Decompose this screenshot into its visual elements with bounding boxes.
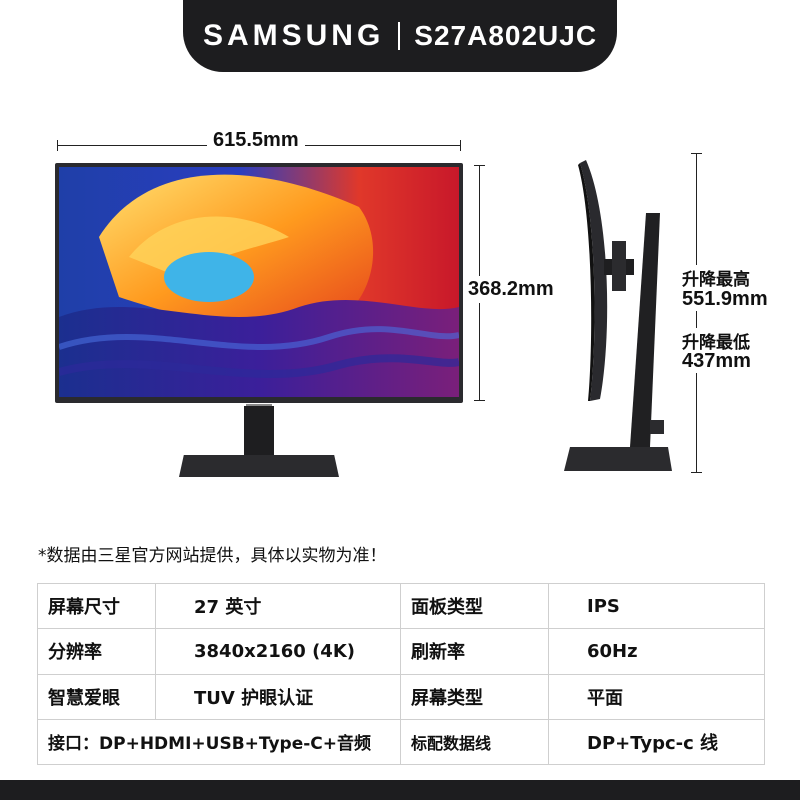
model-number: S27A802UJC [414,20,598,51]
lift-max-value: 551.9mm [682,288,768,311]
spec-ports: 接口：DP+HDMI+USB+Type-C+音频 [37,718,401,766]
spec-value: 27 英寸 [155,582,401,630]
side-monitor [564,160,672,471]
front-monitor [55,163,463,403]
header-tab: SAMSUNG S27A802UJC [183,0,617,72]
header-divider [398,22,401,50]
table-row: 智慧爱眼 TUV 护眼认证 屏幕类型 平面 [37,673,765,720]
table-row: 分辨率 3840x2160 (4K) 刷新率 60Hz [37,628,765,675]
lift-min-value: 437mm [682,350,751,373]
spec-value: 平面 [548,673,765,720]
lift-max-label: 升降最高 [682,265,750,290]
table-row: 屏幕尺寸 27 英寸 面板类型 IPS [37,582,765,630]
front-stand-base [179,455,339,477]
height-label: 368.2mm [468,276,554,303]
lift-min-label: 升降最低 [682,328,750,353]
disclaimer-note: *数据由三星官方网站提供，具体以实物为准！ [38,546,387,566]
lift-dimension-line [691,153,702,473]
spec-key: 刷新率 [400,628,549,675]
width-label: 615.5mm [207,129,305,152]
spec-value: TUV 护眼认证 [155,673,401,720]
spec-key: 智慧爱眼 [37,673,156,720]
spec-key: 屏幕尺寸 [37,582,156,630]
spec-value: DP+Typc-c 线 [548,718,765,766]
footer-bar [0,780,800,800]
table-row: 接口：DP+HDMI+USB+Type-C+音频 标配数据线 DP+Typc-c… [37,718,765,766]
spec-key: 屏幕类型 [400,673,549,720]
spec-value: IPS [548,582,765,630]
spec-key: 标配数据线 [400,718,549,766]
monitor-screen-wallpaper [59,167,459,397]
spec-value: 60Hz [548,628,765,675]
spec-table: 屏幕尺寸 27 英寸 面板类型 IPS 分辨率 3840x2160 (4K) 刷… [37,582,765,766]
spec-value: 3840x2160 (4K) [155,628,401,675]
spec-key: 面板类型 [400,582,549,630]
front-stand-neck [244,406,274,462]
spec-key: 分辨率 [37,628,156,675]
brand-logo: SAMSUNG [202,19,385,52]
